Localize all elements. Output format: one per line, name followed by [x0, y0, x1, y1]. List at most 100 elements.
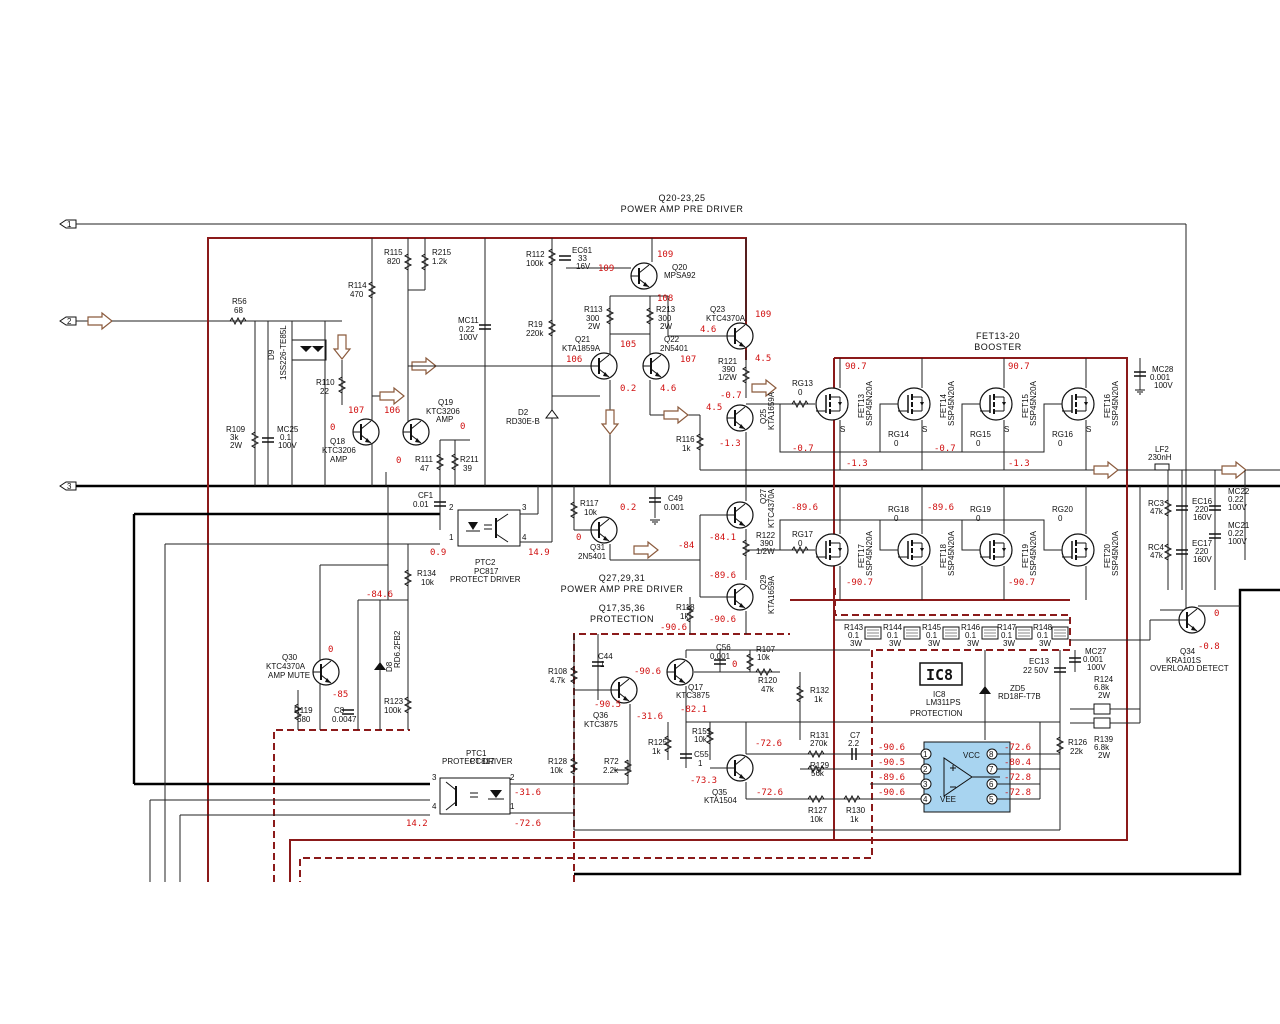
svg-text:3W: 3W — [850, 639, 862, 648]
svg-text:Q29: Q29 — [759, 574, 768, 590]
svg-text:3: 3 — [67, 482, 72, 491]
svg-text:-0.7: -0.7 — [934, 444, 956, 454]
svg-text:47k: 47k — [1150, 507, 1164, 516]
svg-text:100k: 100k — [384, 706, 402, 715]
svg-text:3W: 3W — [1039, 639, 1051, 648]
svg-text:2: 2 — [510, 773, 515, 782]
svg-text:R115: R115 — [384, 248, 403, 257]
svg-text:14.2: 14.2 — [406, 819, 428, 829]
svg-text:R130: R130 — [846, 806, 866, 815]
mosfet-fet16 — [1061, 387, 1095, 421]
svg-text:10k: 10k — [694, 735, 708, 744]
svg-text:1k: 1k — [682, 444, 691, 453]
svg-text:SSP45N20A: SSP45N20A — [1029, 380, 1038, 426]
svg-text:2W: 2W — [1098, 691, 1110, 700]
svg-text:14.9: 14.9 — [528, 548, 550, 558]
svg-text:1: 1 — [67, 220, 72, 229]
svg-text:-90.5: -90.5 — [594, 700, 621, 710]
svg-text:-72.8: -72.8 — [1004, 788, 1031, 798]
svg-text:0.001: 0.001 — [664, 503, 685, 512]
svg-text:VEE: VEE — [940, 795, 956, 804]
svg-text:KTC3875: KTC3875 — [584, 720, 618, 729]
svg-text:RG14: RG14 — [888, 430, 909, 439]
svg-text:Q17: Q17 — [688, 683, 704, 692]
svg-text:10k: 10k — [584, 508, 598, 517]
svg-text:2: 2 — [923, 765, 928, 774]
svg-text:R151: R151 — [692, 727, 712, 736]
svg-text:0.1: 0.1 — [1001, 631, 1013, 640]
svg-text:EC13: EC13 — [1029, 657, 1050, 666]
svg-text:KTC4370A: KTC4370A — [767, 488, 776, 528]
svg-text:2W: 2W — [660, 322, 672, 331]
mosfet-fet17 — [815, 533, 849, 567]
svg-text:22 50V: 22 50V — [1023, 666, 1049, 675]
svg-text:56k: 56k — [811, 769, 825, 778]
svg-text:S: S — [922, 425, 927, 434]
resistor-r124 — [1093, 703, 1111, 715]
svg-text:KRA101S: KRA101S — [1166, 656, 1201, 665]
svg-text:16V: 16V — [576, 262, 591, 271]
svg-text:10k: 10k — [757, 653, 771, 662]
svg-text:4.6: 4.6 — [700, 325, 716, 335]
svg-text:RG15: RG15 — [970, 430, 991, 439]
svg-text:22: 22 — [320, 387, 329, 396]
svg-text:-1.3: -1.3 — [846, 459, 868, 469]
title-protection: PROTECTION — [590, 614, 654, 624]
svg-text:KTA1659A: KTA1659A — [767, 575, 776, 614]
svg-text:0: 0 — [330, 423, 335, 433]
transistor-q35 — [726, 754, 754, 782]
svg-text:FET18: FET18 — [939, 543, 948, 568]
svg-text:-90.6: -90.6 — [660, 623, 687, 633]
svg-text:R107: R107 — [756, 645, 776, 654]
signal-arrow — [87, 312, 113, 330]
svg-text:SSP45N20A: SSP45N20A — [947, 380, 956, 426]
svg-text:Q27: Q27 — [759, 488, 768, 504]
transistor-q34 — [1178, 606, 1206, 634]
svg-text:Q31: Q31 — [590, 543, 606, 552]
transistor-q31 — [590, 516, 618, 544]
svg-text:KTC3206: KTC3206 — [426, 407, 460, 416]
svg-text:-84: -84 — [678, 541, 694, 551]
svg-text:4.6: 4.6 — [660, 384, 676, 394]
svg-text:3W: 3W — [889, 639, 901, 648]
svg-text:0.1: 0.1 — [848, 631, 860, 640]
svg-text:R139: R139 — [1094, 735, 1114, 744]
svg-text:10k: 10k — [810, 815, 824, 824]
svg-text:Q35: Q35 — [712, 788, 728, 797]
svg-text:1SS226-TE85L: 1SS226-TE85L — [279, 325, 288, 380]
svg-text:220: 220 — [1195, 505, 1209, 514]
svg-text:2W: 2W — [230, 441, 242, 450]
svg-text:7: 7 — [989, 765, 994, 774]
optocoupler-ptc2 — [457, 509, 521, 547]
svg-text:100V: 100V — [278, 441, 297, 450]
svg-text:-72.6: -72.6 — [514, 819, 541, 829]
svg-text:ZD5: ZD5 — [1010, 684, 1026, 693]
svg-text:1/2W: 1/2W — [756, 547, 775, 556]
svg-text:OVERLOAD DETECT: OVERLOAD DETECT — [1150, 664, 1229, 673]
svg-text:0.22: 0.22 — [459, 325, 475, 334]
svg-text:S: S — [840, 425, 845, 434]
signal-arrow — [379, 387, 405, 405]
svg-text:100V: 100V — [1087, 663, 1106, 672]
svg-text:-72.6: -72.6 — [755, 739, 782, 749]
signal-arrow — [633, 541, 659, 559]
svg-text:1: 1 — [698, 759, 703, 768]
svg-text:-31.6: -31.6 — [514, 788, 541, 798]
svg-text:8: 8 — [989, 750, 994, 759]
svg-text:3W: 3W — [967, 639, 979, 648]
svg-text:R213: R213 — [656, 305, 676, 314]
svg-text:33: 33 — [578, 254, 587, 263]
connector-1: 1 — [59, 219, 77, 229]
title-pre-driver-bottom-q: Q27,29,31 — [599, 573, 646, 583]
signal-arrow — [1093, 461, 1119, 479]
zener-d8 — [374, 662, 386, 670]
svg-text:3W: 3W — [928, 639, 940, 648]
svg-text:EC16: EC16 — [1192, 497, 1213, 506]
svg-text:1k: 1k — [652, 747, 661, 756]
svg-text:0: 0 — [460, 422, 465, 432]
signal-arrow — [1221, 461, 1247, 479]
transistor-q17 — [666, 658, 694, 686]
svg-text:SSP45N20A: SSP45N20A — [865, 380, 874, 426]
svg-text:Q22: Q22 — [664, 335, 680, 344]
svg-text:220k: 220k — [526, 329, 544, 338]
